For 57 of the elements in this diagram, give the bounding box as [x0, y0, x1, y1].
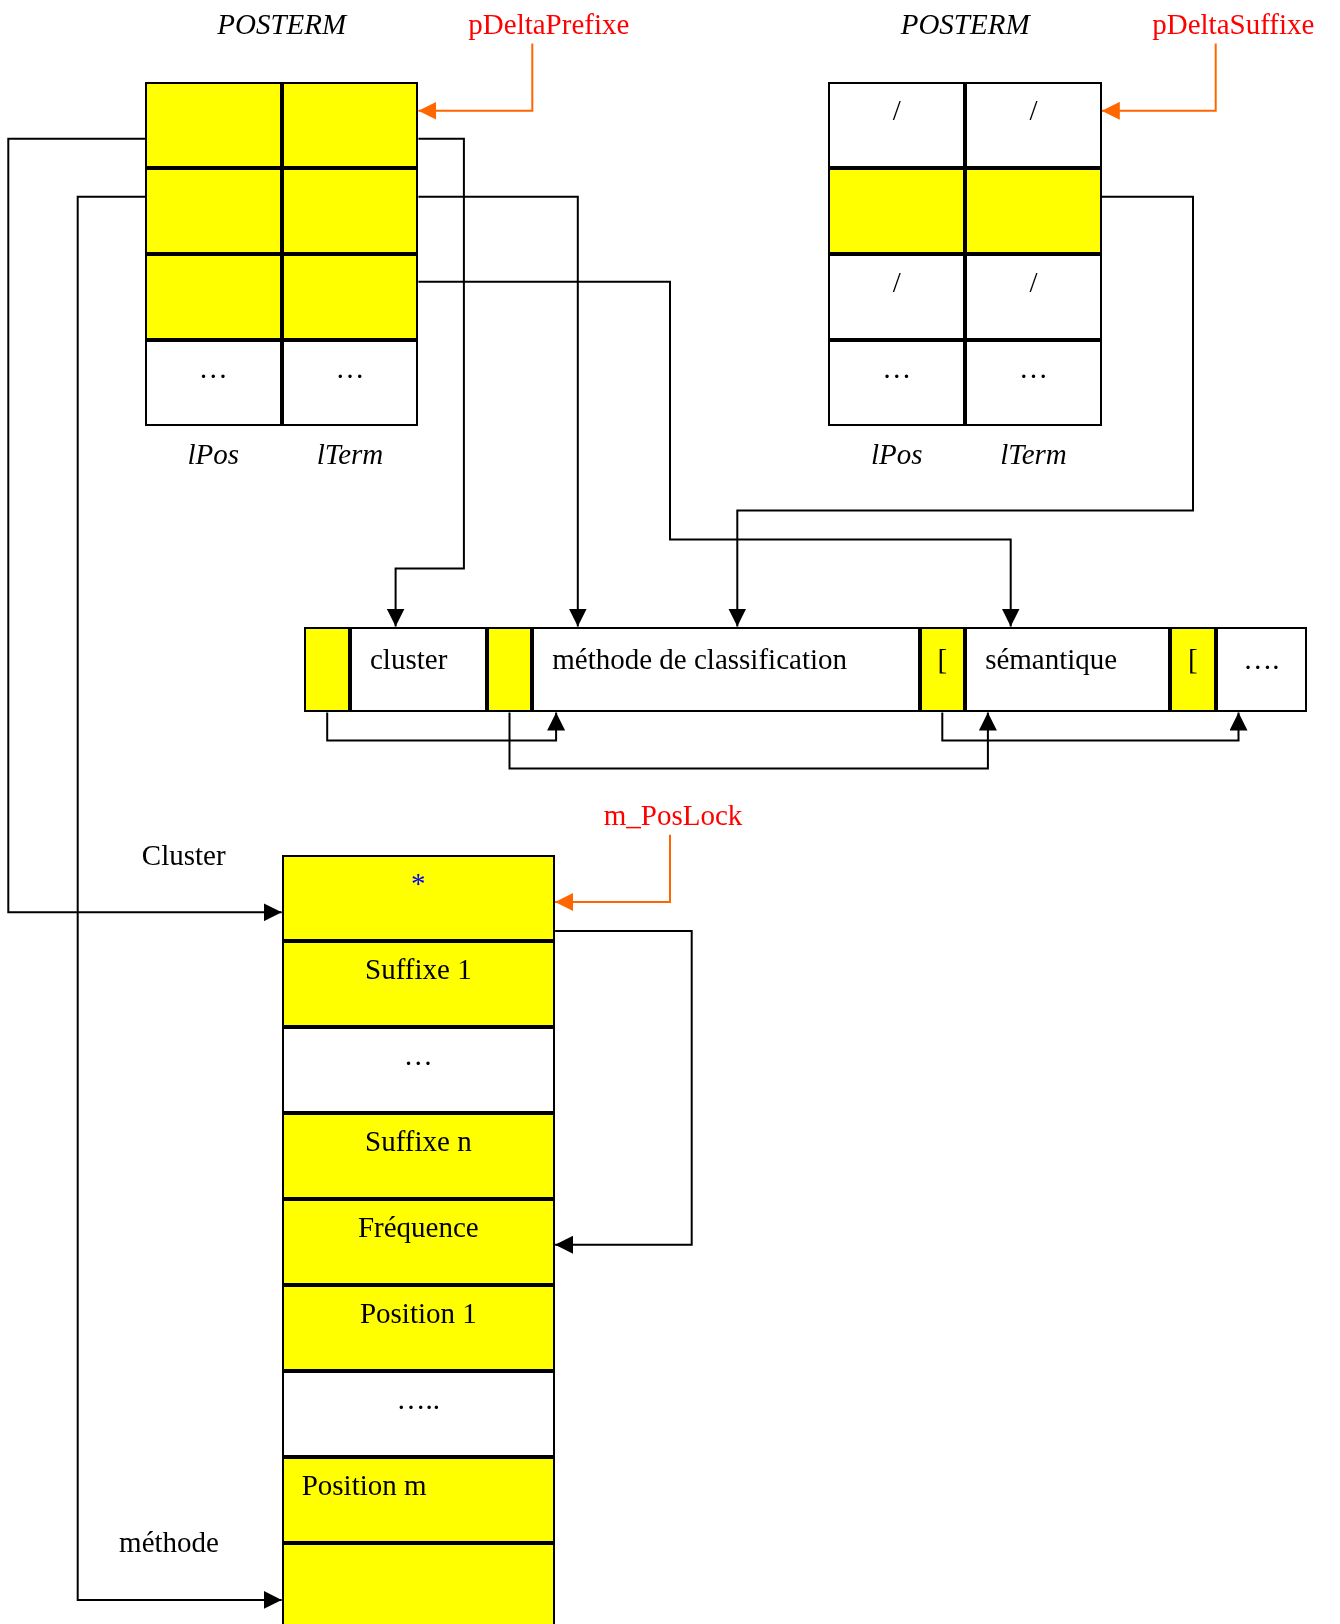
string-segment: cluster: [350, 626, 487, 713]
memory-cell: Suffixe n: [281, 1113, 556, 1200]
table-cell: …: [281, 339, 419, 426]
arrow: [386, 137, 465, 628]
arrow: [417, 195, 587, 628]
column-heading: lPos: [187, 438, 240, 471]
arrow: [554, 833, 671, 911]
table-cell: [144, 167, 282, 254]
memory-cell: Position 1: [281, 1285, 556, 1372]
arrow: [76, 195, 283, 1609]
side-label: méthode: [119, 1526, 219, 1559]
table-cell: [144, 253, 282, 340]
table-cell: /: [828, 253, 966, 340]
string-segment: [: [919, 626, 966, 713]
table-cell: /: [828, 81, 966, 168]
memory-cell: …..: [281, 1371, 556, 1457]
string-segment: ….: [1215, 626, 1307, 713]
string-segment: [486, 626, 533, 713]
arrow: [7, 137, 283, 922]
memory-cell: [281, 1542, 556, 1624]
table-cell: …: [965, 339, 1102, 426]
string-segment: sémantique: [965, 626, 1171, 713]
pointer-label: pDeltaSuffixe: [1143, 8, 1324, 44]
table-cell: [144, 81, 282, 168]
arrow: [554, 930, 693, 1254]
column-heading: POSTERM: [217, 8, 347, 41]
table-cell: …: [144, 339, 282, 426]
arrow: [417, 42, 534, 120]
string-segment: [: [1170, 626, 1216, 713]
column-heading: lPos: [871, 438, 923, 471]
table-cell: [281, 253, 419, 340]
arrow: [941, 711, 1248, 742]
pointer-label: m_PosLock: [597, 799, 749, 835]
string-segment: méthode de classification: [532, 626, 920, 713]
memory-cell: Fréquence: [281, 1199, 556, 1286]
memory-cell: Suffixe 1: [281, 941, 556, 1028]
table-cell: /: [965, 81, 1102, 168]
arrow: [417, 280, 1020, 628]
arrow: [508, 711, 997, 770]
column-heading: POSTERM: [900, 8, 1030, 41]
table-cell: [828, 167, 966, 254]
arrow: [728, 195, 1194, 628]
memory-cell: …: [281, 1027, 556, 1114]
string-segment: [304, 626, 350, 713]
table-cell: [281, 81, 419, 168]
memory-cell: *: [281, 855, 556, 942]
side-label: Cluster: [141, 838, 226, 871]
table-cell: [965, 167, 1102, 254]
table-cell: /: [965, 253, 1102, 340]
pointer-label: pDeltaPrefixe: [459, 8, 638, 44]
column-heading: lTerm: [1000, 438, 1067, 471]
arrow: [326, 711, 566, 742]
column-heading: lTerm: [316, 438, 384, 471]
table-cell: …: [828, 339, 966, 426]
arrow: [1100, 42, 1217, 120]
memory-cell: Position m: [281, 1457, 556, 1543]
table-cell: [281, 167, 419, 254]
